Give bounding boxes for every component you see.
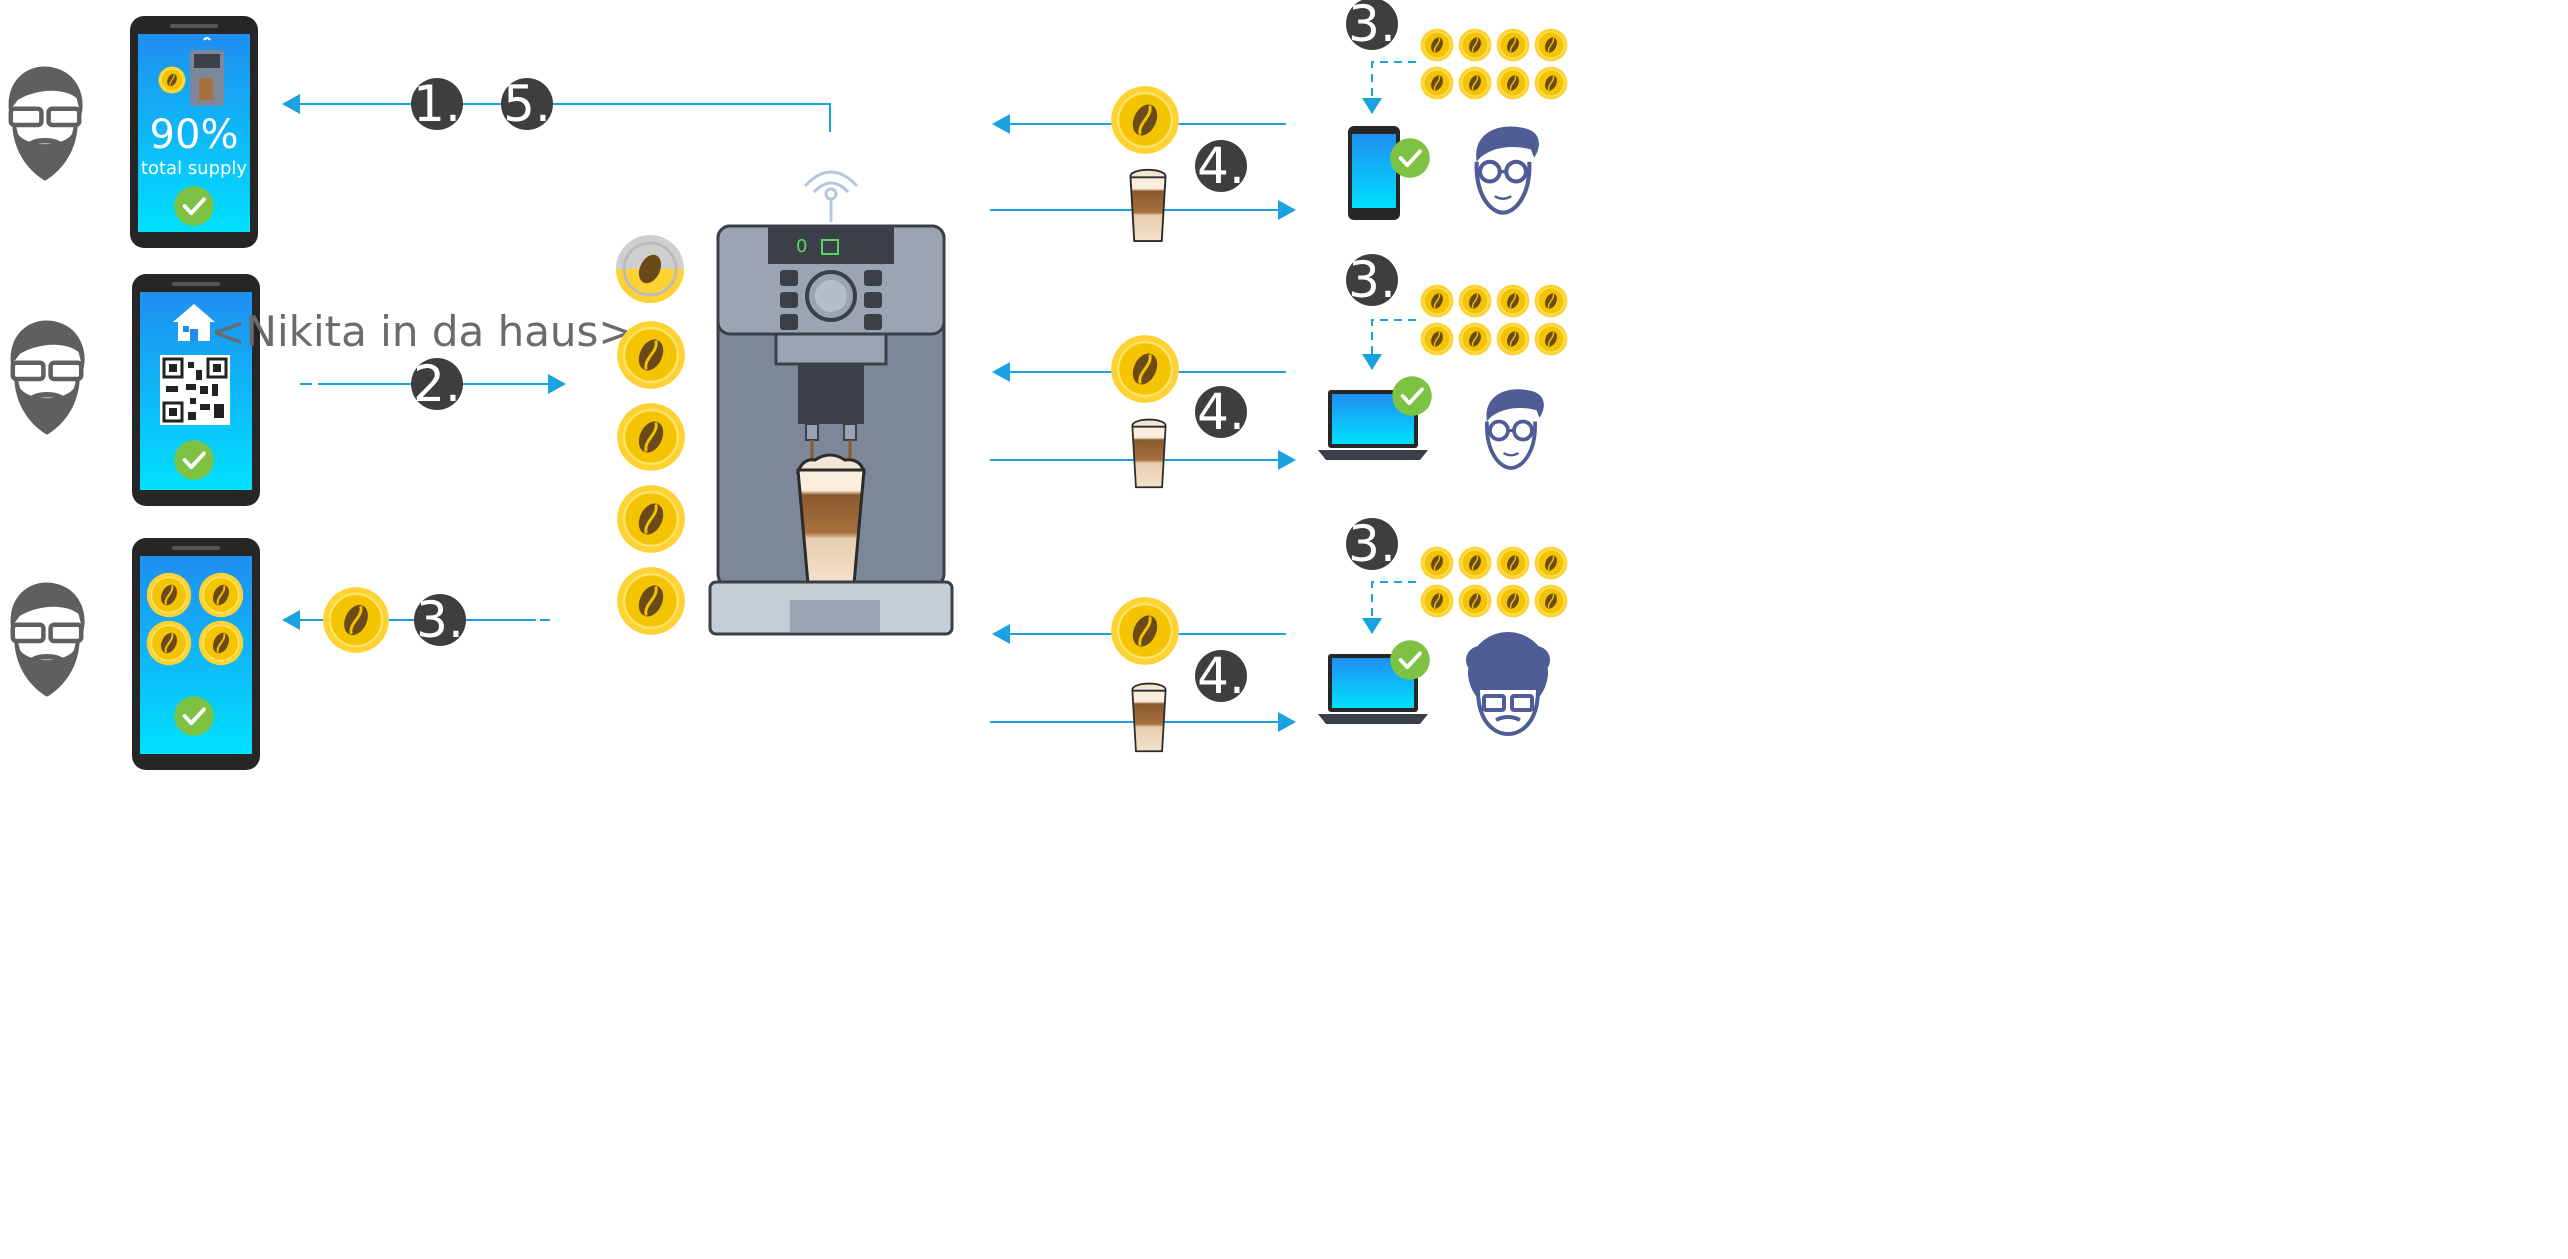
coin-icon: [322, 586, 390, 654]
flow-coin-payout: 3.: [282, 586, 550, 654]
latte-icon: [1131, 682, 1167, 753]
qr-code: [160, 355, 230, 425]
phone-qr-login: [132, 274, 260, 506]
right-row-3: 4. 3.: [990, 515, 1568, 753]
latte-cup: [795, 453, 866, 586]
phone-coin-wallet: [132, 538, 260, 770]
latte-icon: [1129, 168, 1167, 242]
step-badge: [1195, 140, 1247, 192]
step-badge: [501, 78, 553, 130]
step-badge: [1195, 650, 1247, 702]
coin-grid: [1420, 284, 1568, 356]
coin-icon: [1110, 85, 1180, 155]
machine-coin-stack: [616, 235, 686, 636]
coin-partial: [616, 235, 684, 303]
step-badge: [411, 78, 463, 130]
flow-qr-auth: <Nikita in da haus> 2.: [210, 307, 633, 413]
coin-icon: [146, 620, 192, 666]
home-icon: [173, 304, 215, 341]
user-avatar-top: [9, 67, 83, 181]
right-row-2: 4. 3.: [990, 251, 1568, 489]
coin-icon: [198, 572, 244, 618]
step-3: 3.: [416, 591, 464, 649]
step-3: 3.: [1348, 0, 1396, 53]
step-badge: [411, 358, 463, 410]
check-icon: [172, 184, 216, 228]
step-3: 3.: [1348, 251, 1396, 309]
cup-icon: [821, 239, 839, 255]
phone-supply-status: 90% total supply: [130, 16, 258, 248]
coin-icon: [1110, 334, 1180, 404]
step-badge: [414, 594, 466, 646]
bean-icon: 0: [796, 236, 807, 257]
user-avatar-blue: [1466, 632, 1550, 737]
supply-percent: 90%: [150, 112, 239, 158]
coin-icon: [616, 402, 686, 472]
supply-caption: total supply: [141, 158, 248, 179]
user-avatar-middle: [11, 321, 85, 435]
step-badge: [1195, 386, 1247, 438]
step-4: 4.: [1197, 137, 1245, 195]
step-2: 2.: [413, 355, 461, 413]
step-badge: [1346, 0, 1398, 50]
step-badge: [1346, 518, 1398, 570]
coin-icon: [616, 484, 686, 554]
step-4: 4.: [1197, 383, 1245, 441]
step-4: 4.: [1197, 647, 1245, 705]
user-avatar-bottom: [11, 583, 85, 697]
step-3: 3.: [1348, 515, 1396, 573]
check-icon: [1390, 374, 1434, 418]
check-icon: [172, 694, 216, 738]
step-badge: [1346, 254, 1398, 306]
coffee-machine: 0: [708, 170, 954, 636]
coin-icon: [158, 66, 186, 94]
step-5: 5.: [503, 75, 551, 133]
coin-grid: [1420, 28, 1568, 100]
coffee-machine-icon: [190, 37, 224, 106]
auth-message: <Nikita in da haus>: [210, 307, 633, 356]
coin-icon: [616, 320, 686, 390]
right-row-1: 4. 3.: [990, 0, 1568, 242]
user-avatar-blue: [1476, 127, 1539, 213]
coin-icon: [616, 566, 686, 636]
latte-icon: [1131, 418, 1167, 489]
coin-grid: [1420, 546, 1568, 618]
check-icon: [1388, 638, 1432, 682]
smartphone-icon: [1348, 126, 1400, 220]
user-avatar-blue: [1486, 389, 1543, 468]
coin-icon: [146, 572, 192, 618]
step-1: 1.: [413, 75, 461, 133]
check-icon: [1388, 136, 1432, 180]
wifi-icon: [803, 170, 859, 222]
coin-icon: [1110, 596, 1180, 666]
flow-supply-report: 1. 5.: [282, 75, 831, 133]
check-icon: [172, 438, 216, 482]
coin-icon: [198, 620, 244, 666]
